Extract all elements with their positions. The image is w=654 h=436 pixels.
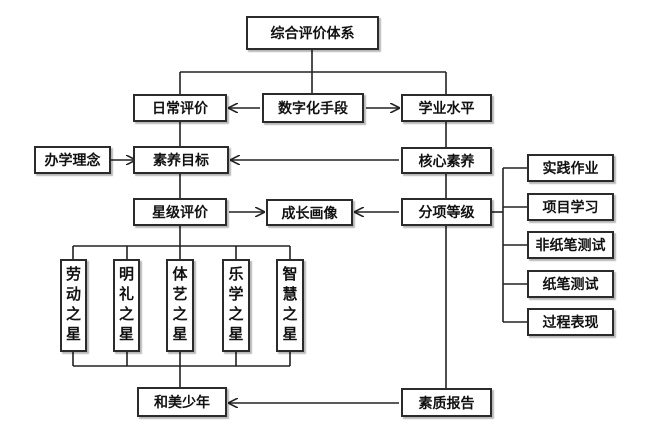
- node-paper-test: 纸笔测试: [527, 270, 614, 298]
- node-wisdom-star: 智慧之星: [276, 259, 304, 352]
- node-labor-star: 劳动之星: [60, 259, 87, 352]
- node-item-grading: 分项等级: [401, 198, 492, 226]
- node-sports-arts-star: 体艺之星: [166, 259, 194, 352]
- node-courtesy-star: 明礼之星: [113, 259, 140, 352]
- node-root: 综合评价体系: [246, 16, 379, 50]
- node-process-performance: 过程表现: [527, 308, 614, 336]
- node-harmony-youth: 和美少年: [137, 387, 227, 417]
- node-non-paper-test: 非纸笔测试: [527, 231, 614, 259]
- node-literacy-goals: 素养目标: [133, 146, 229, 174]
- node-star-evaluation: 星级评价: [133, 198, 227, 226]
- node-daily-evaluation: 日常评价: [133, 94, 227, 122]
- node-academic-level: 学业水平: [401, 94, 492, 122]
- node-quality-report: 素质报告: [401, 388, 492, 417]
- node-school-philosophy: 办学理念: [34, 146, 111, 174]
- node-project-learning: 项目学习: [527, 193, 614, 221]
- node-growth-portrait: 成长画像: [266, 199, 353, 226]
- node-core-literacy: 核心素养: [401, 147, 492, 174]
- node-practice-homework: 实践作业: [527, 154, 614, 182]
- node-learning-star: 乐学之星: [222, 259, 250, 352]
- node-digital-means: 数字化手段: [262, 93, 364, 123]
